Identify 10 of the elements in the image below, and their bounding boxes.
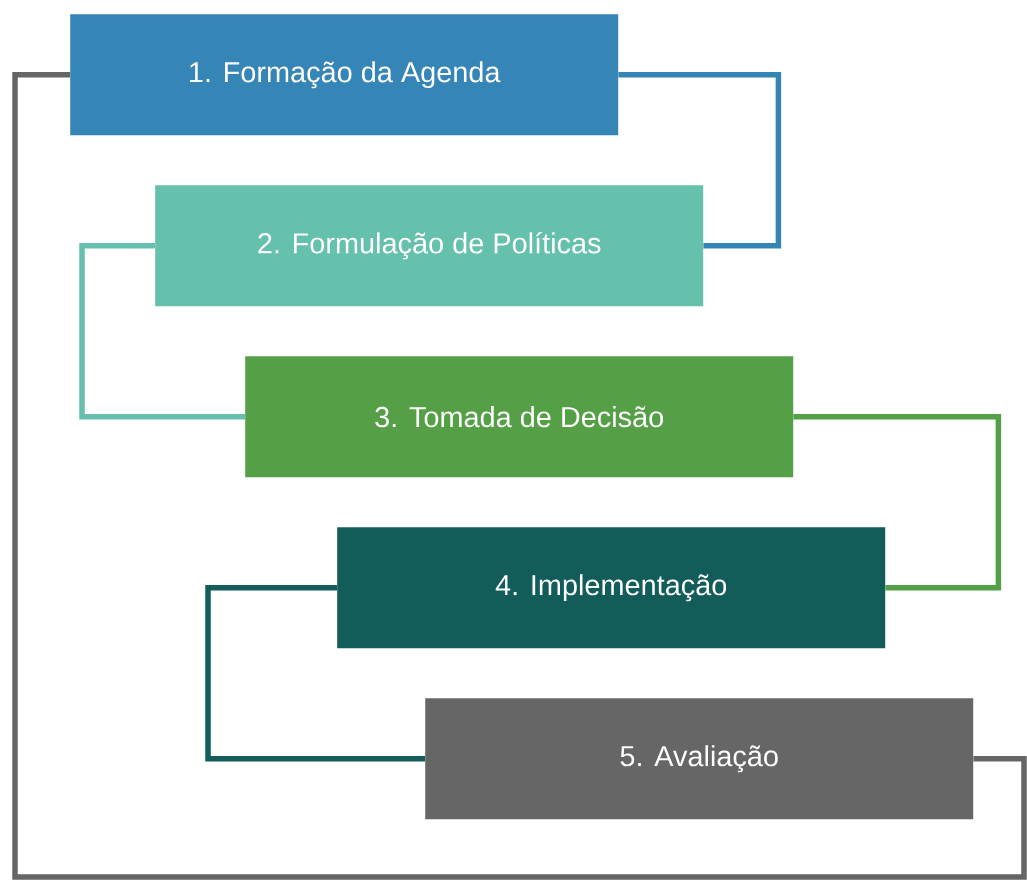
connector-line [205, 584, 425, 762]
stage-box: 2. Formulação de Políticas [155, 185, 704, 307]
stage-box: 4. Implementação [337, 527, 886, 649]
connector-line [12, 71, 1027, 880]
connector-line [79, 242, 245, 420]
stage-box: 1. Formação da Agenda [70, 14, 619, 136]
stage-box: 3. Tomada de Decisão [245, 356, 794, 478]
connector-line [618, 71, 782, 249]
stage-box: 5. Avaliação [425, 698, 974, 820]
connector-line [793, 413, 1002, 591]
